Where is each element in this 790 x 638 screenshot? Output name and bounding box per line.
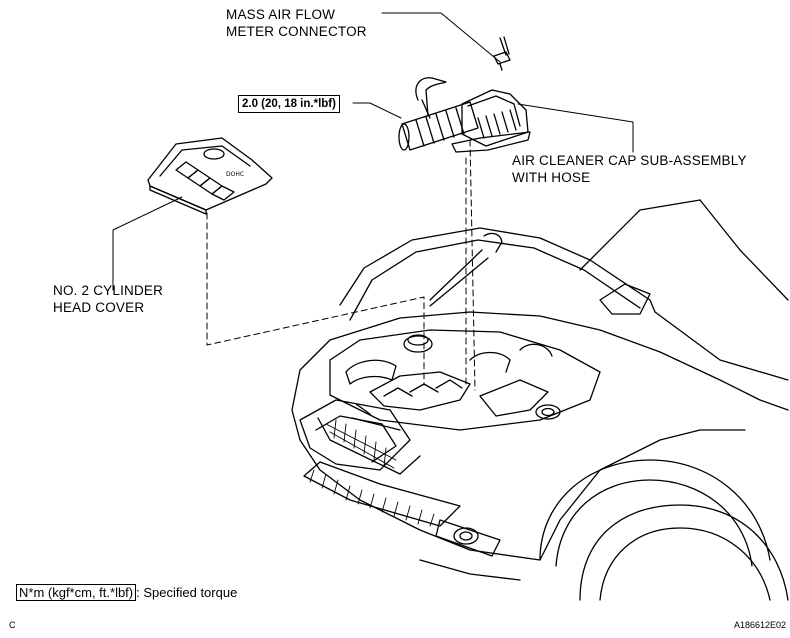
legend-description: : Specified torque <box>136 585 238 600</box>
leader-lines <box>112 12 634 291</box>
label-line: AIR CLEANER CAP SUB-ASSEMBLY <box>512 153 747 168</box>
label-line: NO. 2 CYLINDER <box>53 283 164 298</box>
label-line: MASS AIR FLOW <box>226 7 336 22</box>
vehicle-front <box>291 199 789 601</box>
legend-unit-box: N*m (kgf*cm, ft.*lbf) <box>16 584 137 601</box>
label-line: METER CONNECTOR <box>226 24 367 39</box>
upper-grille <box>325 419 397 469</box>
torque-legend: N*m (kgf*cm, ft.*lbf): Specified torque <box>16 584 237 602</box>
dash-head-cover <box>206 212 425 386</box>
label-no2-cylinder-head-cover: NO. 2 CYLINDER HEAD COVER <box>53 282 163 316</box>
torque-spec-box: 2.0 (20, 18 in.*lbf) <box>238 95 340 113</box>
label-line: HEAD COVER <box>53 300 145 315</box>
mass-air-flow-connector <box>493 36 511 71</box>
air-cleaner-cap-assembly <box>398 77 531 153</box>
figure-id: A186612E02 <box>734 620 787 630</box>
corner-code-left: C <box>9 620 16 630</box>
leader-torque <box>352 102 402 119</box>
leader-mass-air-flow <box>381 12 501 63</box>
leader-head-cover <box>112 196 183 291</box>
lower-grille <box>309 469 435 527</box>
svg-text:DOHC: DOHC <box>226 171 244 178</box>
dashed-guide-lines <box>206 139 476 391</box>
cylinder-head-cover: DOHC <box>147 137 273 215</box>
label-mass-air-flow-meter-connector: MASS AIR FLOW METER CONNECTOR <box>226 6 367 40</box>
label-line: WITH HOSE <box>512 170 591 185</box>
label-air-cleaner-cap-sub-assembly: AIR CLEANER CAP SUB-ASSEMBLY WITH HOSE <box>512 152 747 186</box>
dash-cleaner-2 <box>469 139 476 391</box>
leader-air-cleaner-cap <box>517 103 634 153</box>
